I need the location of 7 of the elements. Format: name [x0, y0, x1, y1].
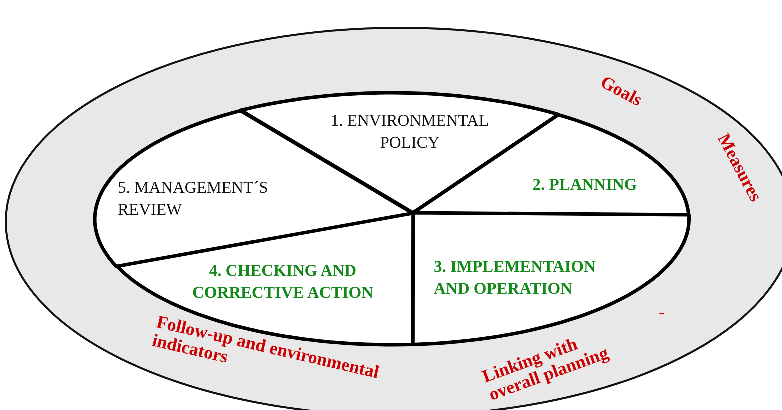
segment-label: 1. ENVIRONMENTAL POLICY	[330, 110, 490, 154]
note-label: -	[659, 303, 665, 322]
ring-label: Goals	[598, 72, 647, 112]
segment-label: 3. IMPLEMENTAION AND OPERATION	[434, 256, 597, 300]
segment-label: 2. PLANNING	[532, 174, 638, 196]
segment-label: 5. MANAGEMENT´S REVIEW	[118, 176, 270, 222]
segment-label: 4. CHECKING AND CORRECTIVE ACTION	[191, 260, 375, 304]
